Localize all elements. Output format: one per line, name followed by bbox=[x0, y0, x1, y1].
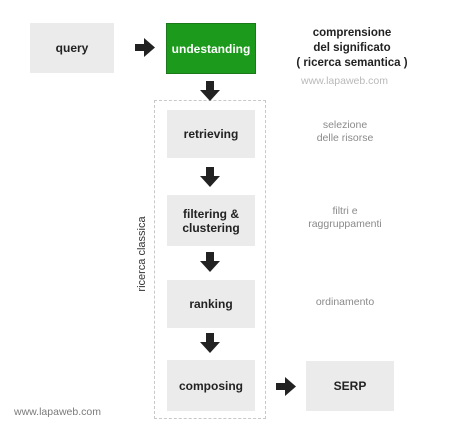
arrow-down-icon bbox=[200, 81, 220, 101]
serp-box: SERP bbox=[306, 361, 394, 411]
arrow-down-icon bbox=[200, 167, 220, 187]
arrow-right-icon bbox=[135, 38, 155, 57]
retrieving-box: retrieving bbox=[167, 110, 255, 158]
query-box: query bbox=[30, 23, 114, 73]
arrow-right-icon bbox=[276, 377, 296, 396]
note-ranking: ordinamento bbox=[315, 296, 375, 308]
note-retrieving: selezione delle risorse bbox=[316, 119, 374, 144]
composing-box: composing bbox=[167, 360, 255, 411]
note-filtering: filtri e raggruppamenti bbox=[308, 205, 382, 230]
filtering-clustering-box: filtering & clustering bbox=[167, 195, 255, 246]
arrow-down-icon bbox=[200, 252, 220, 272]
footer-watermark: www.lapaweb.com bbox=[14, 406, 101, 418]
note-semantic-watermark: www.lapaweb.com bbox=[301, 75, 388, 87]
note-semantic: comprensione del significato ( ricerca s… bbox=[296, 27, 408, 69]
arrow-down-icon bbox=[200, 333, 220, 353]
ranking-box: ranking bbox=[167, 280, 255, 328]
understanding-box: undestanding bbox=[166, 23, 256, 74]
